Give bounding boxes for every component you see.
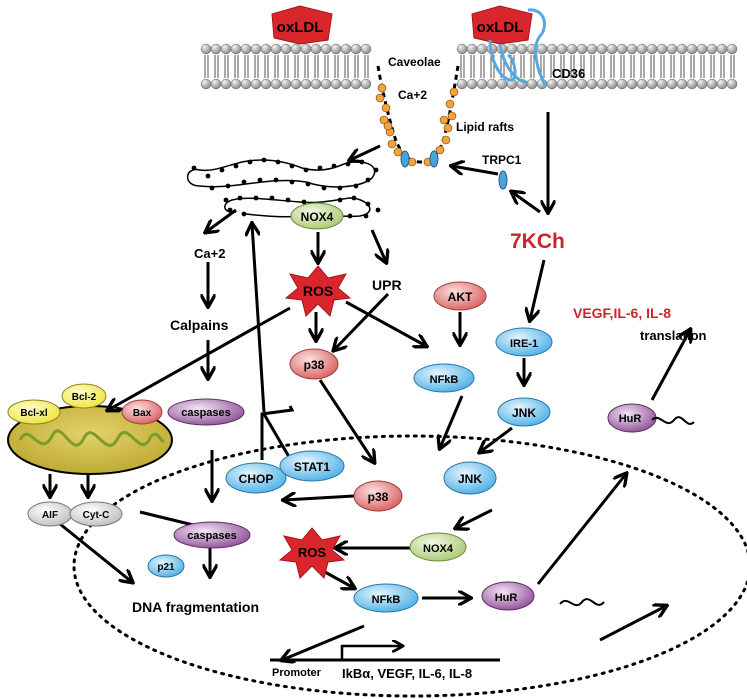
trpc1-channel — [498, 170, 508, 190]
ire1-label: IRE-1 — [510, 338, 538, 350]
cd36-receptor — [488, 8, 548, 87]
cyt-c-label: Cyt-C — [83, 510, 110, 521]
hur-cyto-node: HuR — [607, 403, 695, 433]
ca2-membrane-label: Ca+2 — [398, 88, 427, 102]
ribosome-dots — [191, 157, 381, 219]
chop-label: CHOP — [239, 472, 274, 486]
ire1-node: IRE-1 — [495, 327, 553, 357]
bcl-xl-node: Bcl-xl — [7, 399, 61, 425]
oxldl-left: oxLDL — [271, 5, 333, 45]
feedback-arrows — [252, 224, 295, 463]
jnk-nucleus-node: JNK — [443, 461, 497, 495]
ros-top-label: ROS — [303, 283, 333, 299]
arrows — [50, 112, 690, 660]
trpc1-label: TRPC1 — [482, 153, 522, 167]
caspases-bottom-node: caspases — [173, 521, 251, 549]
jnk-top-label: JNK — [512, 406, 536, 420]
dna-fragmentation-label: DNA fragmentation — [132, 599, 259, 615]
cd36-label: CD36 — [552, 66, 585, 81]
akt-label: AKT — [448, 290, 473, 304]
nox4-er-label: NOX4 — [301, 210, 334, 224]
caspases-top-node: caspases — [167, 398, 245, 426]
p38-nucleus-node: p38 — [353, 480, 403, 512]
chop-node: CHOP — [225, 462, 287, 494]
bax-label: Bax — [133, 408, 152, 419]
p21-node: p21 — [147, 554, 185, 578]
oxldl-left-label: oxLDL — [277, 19, 324, 36]
caveolae-label: Caveolae — [388, 55, 441, 69]
hur-cyto-label: HuR — [619, 413, 642, 425]
aif-label: AIF — [42, 510, 58, 521]
akt-node: AKT — [433, 281, 487, 311]
nox4-nucleus-label: NOX4 — [423, 543, 454, 555]
jnk-top-node: JNK — [497, 397, 551, 427]
translation-label: translation — [640, 328, 707, 343]
oxldl-right-label: oxLDL — [477, 19, 524, 36]
vegf-translation-label: VEGF,IL-6, IL-8 — [573, 305, 671, 321]
cyt-c-node: Cyt-C — [69, 501, 123, 527]
nucleus-envelope — [72, 434, 747, 698]
nfkb-nucleus-label: NFkB — [372, 594, 401, 606]
ca2-er-label: Ca+2 — [194, 246, 225, 261]
bcl-2-label: Bcl-2 — [72, 392, 97, 403]
oxldl-right: oxLDL — [471, 5, 533, 45]
stat1-label: STAT1 — [294, 460, 331, 474]
p38-top-label: p38 — [304, 358, 325, 372]
caspases-bottom-label: caspases — [187, 530, 237, 542]
bcl-xl-label: Bcl-xl — [20, 408, 47, 419]
p38-nucleus-label: p38 — [368, 490, 389, 504]
gene-promoter: Promoter IkBα, VEGF, IL-6, IL-8 — [270, 646, 500, 681]
caspases-top-label: caspases — [181, 407, 231, 419]
p38-top-node: p38 — [289, 348, 339, 380]
lipid-raft-dots — [375, 83, 459, 167]
mrna-squiggle — [559, 598, 605, 607]
ros-top-node: ROS — [284, 265, 352, 317]
nfkb-top-label: NFkB — [430, 374, 459, 386]
stat1-node: STAT1 — [279, 450, 345, 482]
promoter-label: Promoter — [272, 667, 322, 679]
bcl-2-node: Bcl-2 — [61, 383, 107, 409]
genes-label: IkBα, VEGF, IL-6, IL-8 — [342, 666, 472, 681]
hur-nucleus-node: HuR — [481, 581, 535, 611]
nfkb-nucleus-node: NFkB — [353, 583, 419, 613]
jnk-nucleus-label: JNK — [458, 472, 482, 486]
aif-node: AIF — [27, 501, 73, 527]
nfkb-top-node: NFkB — [413, 363, 475, 393]
plasma-membrane — [200, 43, 738, 90]
caveolae-pit — [375, 65, 460, 168]
endoplasmic-reticulum — [186, 157, 381, 219]
bax-node: Bax — [121, 399, 163, 425]
nox4-er-node: NOX4 — [290, 202, 344, 230]
upr-label: UPR — [372, 277, 402, 293]
seven-kch-label: 7KCh — [510, 230, 565, 253]
hur-nucleus-label: HuR — [495, 592, 518, 604]
calpains-label: Calpains — [170, 317, 229, 333]
lipid-rafts-label: Lipid rafts — [456, 120, 514, 134]
nox4-nucleus-node: NOX4 — [409, 532, 467, 562]
ros-nucleus-label: ROS — [298, 545, 327, 560]
p21-label: p21 — [157, 562, 175, 573]
ros-nucleus-node: ROS — [278, 527, 346, 579]
